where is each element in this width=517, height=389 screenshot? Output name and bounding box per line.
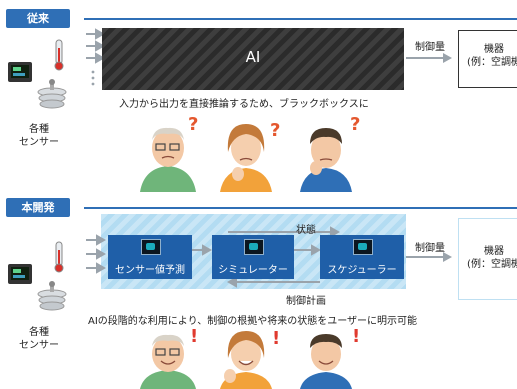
unit-label: スケジューラー	[327, 265, 397, 276]
device-example-label: (例：空調機	[467, 57, 517, 68]
device-box: 機器 (例：空調機	[458, 30, 517, 88]
exclamation-mark-icon: !	[272, 328, 280, 349]
screen-icon	[244, 239, 264, 255]
input-arrows	[86, 28, 106, 86]
control-amount-label: 制御量	[415, 243, 445, 254]
scheduler-unit: スケジューラー	[320, 235, 404, 279]
sensor-label: 各種 センサー	[19, 327, 59, 351]
person-young-man-icon	[300, 334, 352, 389]
person-young-man-icon	[300, 128, 352, 192]
exclamation-mark-icon: !	[352, 326, 360, 347]
weather-sensor-icon	[37, 281, 67, 311]
section-rule	[84, 18, 517, 20]
output-arrow	[406, 252, 452, 262]
question-mark-icon: ?	[188, 114, 198, 135]
person-older-man-icon	[140, 127, 196, 192]
unit-label: センサー値予測	[115, 265, 185, 276]
screen-icon	[353, 239, 373, 255]
person-older-man-icon	[140, 334, 196, 389]
display-sensor-icon	[8, 264, 32, 284]
section-tag-development: 本開発	[6, 198, 70, 217]
device-box: 機器 (例：空調機	[458, 218, 517, 300]
device-label: 機器	[484, 246, 504, 257]
state-label: 状態	[296, 225, 316, 236]
section-rule	[84, 207, 517, 209]
flow-arrows	[86, 226, 341, 288]
display-sensor-icon	[8, 62, 32, 82]
conventional-caption: 入力から出力を直接推論するため、ブラックボックスに	[119, 99, 369, 110]
simulator-unit: シミュレーター	[212, 235, 294, 279]
understanding-people-illustration: ! ! !	[140, 326, 360, 389]
thermometer-icon	[54, 241, 64, 273]
sensor-label: 各種 センサー	[19, 124, 59, 148]
output-arrow	[406, 53, 452, 63]
person-woman-icon	[220, 331, 272, 389]
exclamation-mark-icon: !	[190, 326, 198, 347]
sensor-group-icon	[8, 39, 67, 109]
ai-black-box: AI	[102, 28, 404, 90]
weather-sensor-icon	[37, 79, 67, 109]
section-tag-conventional: 従来	[6, 9, 70, 28]
thermometer-icon	[54, 39, 64, 71]
control-plan-label: 制御計画	[286, 296, 326, 307]
screen-icon	[141, 239, 161, 255]
development-caption: AIの段階的な利用により、制御の根拠や将来の状態をユーザーに明示可能	[88, 316, 417, 327]
control-amount-label: 制御量	[415, 42, 445, 53]
sensor-group-icon	[8, 241, 67, 311]
device-label: 機器	[484, 44, 504, 55]
question-mark-icon: ?	[350, 114, 360, 135]
question-mark-icon: ?	[270, 120, 280, 141]
device-example-label: (例：空調機	[467, 259, 517, 270]
sensor-prediction-unit: センサー値予測	[108, 235, 192, 279]
confused-people-illustration: ? ? ?	[140, 114, 360, 192]
unit-label: シミュレーター	[218, 265, 288, 276]
ai-label: AI	[245, 48, 261, 66]
person-woman-icon	[220, 124, 272, 192]
